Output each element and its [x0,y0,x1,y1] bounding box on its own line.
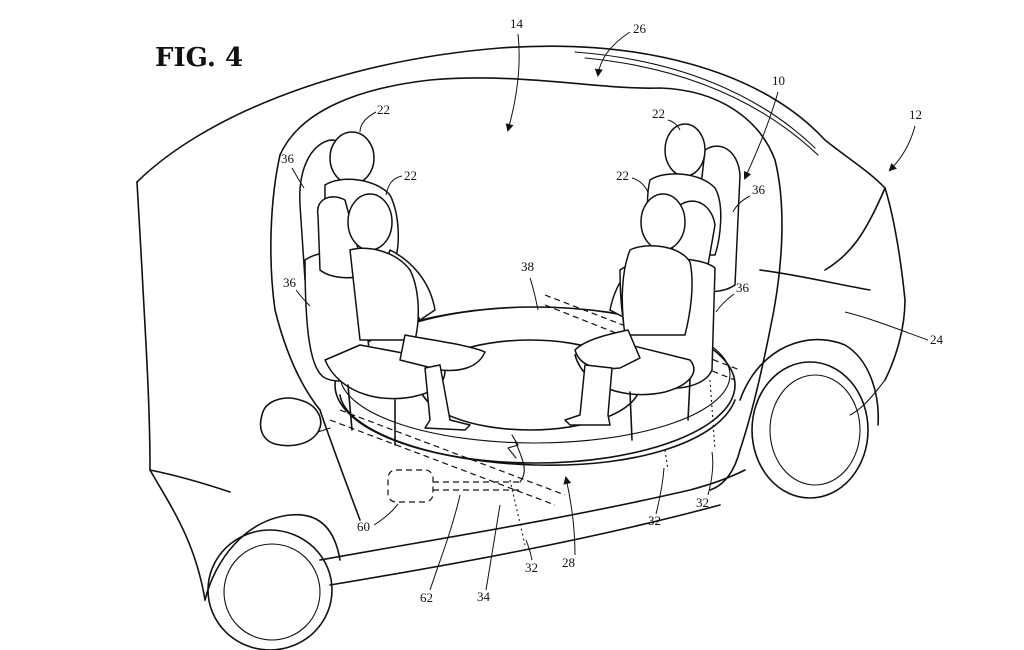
rear-wheel [204,513,341,650]
side-mirror [259,397,331,447]
label-26: 26 [633,21,647,36]
label-32-a: 32 [696,495,709,510]
label-12: 12 [909,107,922,122]
label-62: 62 [420,590,433,605]
label-28: 28 [562,555,575,570]
figure-title: FIG. 4 [155,43,243,73]
label-36-b: 36 [283,275,297,290]
label-10: 10 [772,73,785,88]
label-22-b: 22 [404,168,417,183]
occupant-front-right [564,193,693,426]
label-34: 34 [477,589,491,604]
label-36-a: 36 [281,151,295,166]
label-14: 14 [510,16,524,31]
label-60: 60 [357,519,370,534]
label-36-d: 36 [736,280,750,295]
label-22-c: 22 [652,106,665,121]
label-32-c: 32 [525,560,538,575]
label-22-d: 22 [616,168,629,183]
cabin-outline [270,77,783,521]
front-wheel [739,338,880,499]
label-22-a: 22 [377,102,390,117]
vehicle-body [136,45,906,601]
reference-labels: 14 26 10 12 22 22 22 22 36 36 36 36 [281,16,944,605]
occupant-front-left [347,193,486,431]
actuator [387,434,525,503]
label-24: 24 [930,332,944,347]
label-38: 38 [521,259,534,274]
label-32-b: 32 [648,513,661,528]
label-36-c: 36 [752,182,766,197]
